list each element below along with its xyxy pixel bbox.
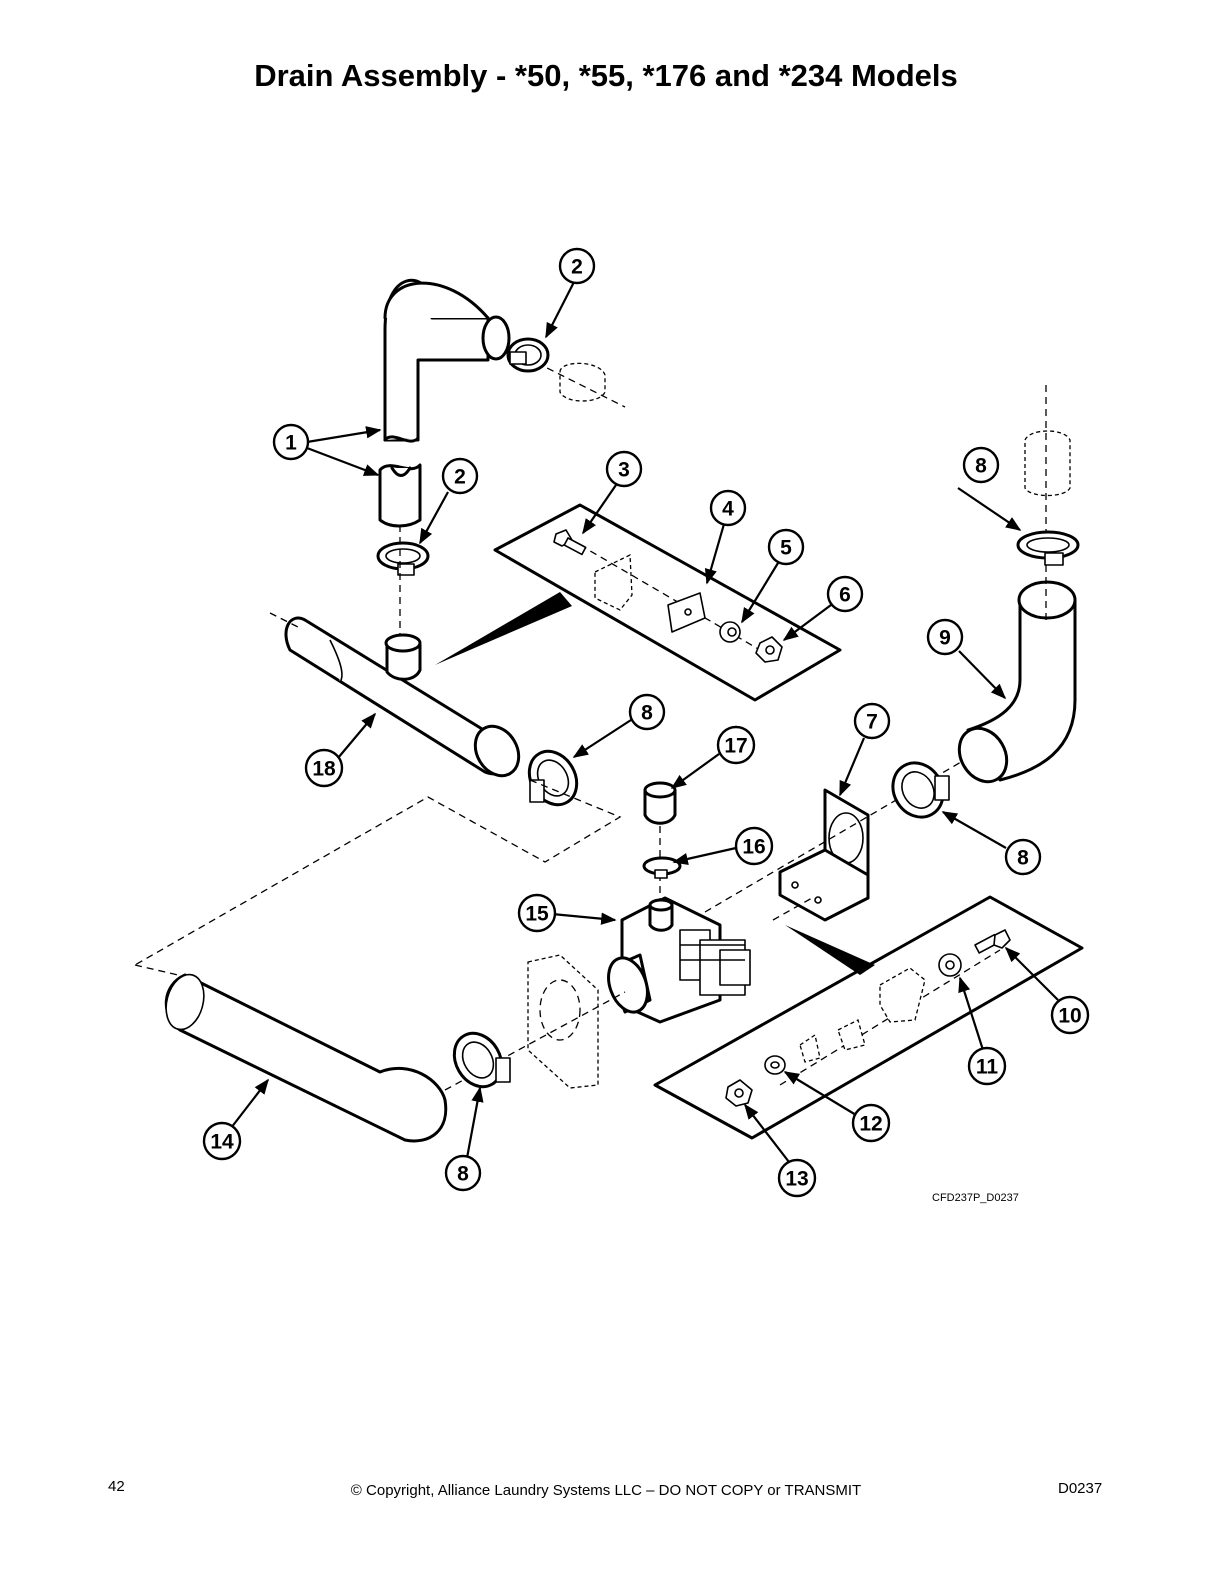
- callout-11: 11: [967, 1046, 1007, 1086]
- copyright-notice: © Copyright, Alliance Laundry Systems LL…: [350, 1482, 862, 1499]
- small-hose-clamp: [642, 856, 682, 879]
- callout-1: 1: [272, 423, 310, 461]
- callout-label: 1: [285, 432, 297, 455]
- hose-clamp-tee: [527, 749, 579, 807]
- flat-washer: [764, 1055, 786, 1075]
- callout-label: 13: [785, 1168, 808, 1191]
- callout-3: 3: [605, 450, 643, 488]
- callout-label: 16: [742, 836, 765, 859]
- callout-13: 13: [777, 1158, 817, 1198]
- callout-label: 10: [1058, 1005, 1081, 1028]
- hidden-hose-stub: [1024, 385, 1071, 620]
- callout-label: 12: [859, 1113, 882, 1136]
- star-washer: [719, 621, 741, 643]
- callout-label: 8: [457, 1163, 469, 1186]
- callout-label: 8: [975, 455, 987, 478]
- drain-valve: [607, 896, 751, 1024]
- callout-16: 16: [734, 826, 774, 866]
- callout-label: 2: [454, 466, 466, 489]
- drawing-code: CFD237P_D0237: [932, 1192, 1019, 1204]
- callout-label: 9: [939, 627, 951, 650]
- callout-label: 7: [866, 711, 878, 734]
- callout-label: 3: [618, 459, 630, 482]
- callout-9: 9: [926, 618, 964, 656]
- callout-14: 14: [202, 1121, 242, 1161]
- callout-15: 15: [517, 893, 557, 933]
- callout-label: 6: [839, 584, 851, 607]
- hidden-tube-end: [514, 351, 626, 408]
- long-drain-hose: [164, 973, 448, 1143]
- callout-label: 11: [976, 1056, 999, 1079]
- leader-lines: [230, 281, 1059, 1163]
- hose-clamp-elbow-bottom: [891, 761, 950, 819]
- callout-label: 14: [210, 1131, 234, 1154]
- callout-label: 15: [525, 903, 549, 926]
- callout-12: 12: [851, 1103, 891, 1143]
- hardware-panel-lower: [653, 895, 1084, 1140]
- callout-label: 8: [641, 702, 653, 725]
- callout-6: 6: [826, 575, 864, 613]
- callout-10: 10: [1050, 995, 1090, 1035]
- callout-label: 18: [312, 758, 336, 781]
- callout-18: 18: [304, 748, 344, 788]
- callout-2-top: 2: [558, 247, 596, 285]
- elbow-hose: [957, 580, 1077, 784]
- callout-5: 5: [767, 528, 805, 566]
- bolt-lower: [974, 929, 1011, 954]
- valve-bracket: [778, 788, 870, 922]
- callout-4: 4: [709, 489, 747, 527]
- tee-tube: [269, 612, 521, 778]
- callout-label: 8: [1017, 847, 1029, 870]
- filter-cap: [643, 781, 677, 825]
- hardware-panel-upper: [435, 503, 842, 702]
- page-title: Drain Assembly - *50, *55, *176 and *234…: [254, 58, 958, 93]
- callout-8-top-right: 8: [962, 446, 1000, 484]
- hose-clamp-upper: [506, 337, 550, 373]
- bolt: [553, 529, 587, 556]
- callout-8-right: 8: [1004, 838, 1042, 876]
- star-washer-lower: [938, 953, 962, 977]
- callout-8-tee: 8: [628, 693, 666, 731]
- hose-clamp-valve: [452, 1031, 511, 1089]
- hidden-bracket: [527, 954, 599, 1089]
- callout-7: 7: [853, 702, 891, 740]
- callout-2-lower: 2: [441, 457, 479, 495]
- callout-label: 5: [780, 537, 792, 560]
- callout-label: 4: [722, 498, 734, 521]
- upper-bent-tube: [378, 278, 511, 528]
- page-number: 42: [108, 1478, 125, 1495]
- hose-clamp-elbow-top: [1016, 530, 1080, 566]
- hose-clamp-lower: [376, 541, 430, 576]
- callout-label: 2: [571, 256, 583, 279]
- document-code: D0237: [1058, 1480, 1103, 1497]
- callout-17: 17: [716, 725, 756, 765]
- callout-8-bottom: 8: [444, 1154, 482, 1192]
- callout-label: 17: [724, 735, 747, 758]
